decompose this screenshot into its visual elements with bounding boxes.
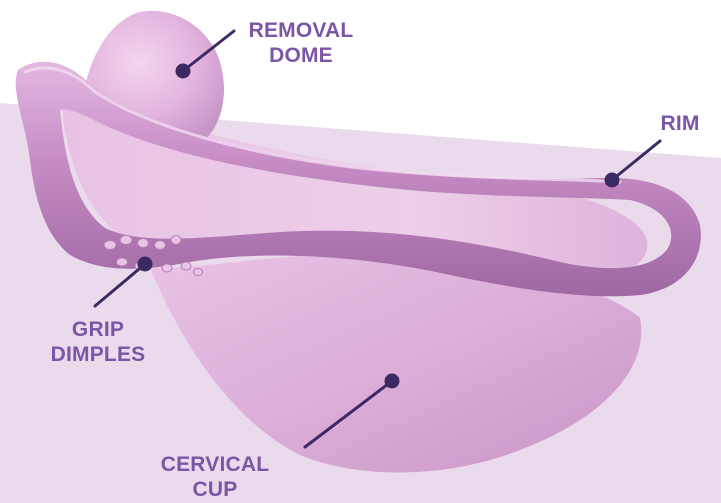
grip-dimples-label-line1: GRIP	[28, 317, 168, 342]
removal-dome-label: REMOVAL DOME	[226, 18, 376, 68]
rim-label-line1: RIM	[650, 111, 710, 136]
removal-dome-label-line1: REMOVAL	[226, 18, 376, 43]
grip-dimples-label-line2: DIMPLES	[28, 342, 168, 367]
cervical-cup-label-line1: CERVICAL	[150, 452, 280, 477]
grip-dimples-label: GRIP DIMPLES	[28, 317, 168, 367]
rim-label: RIM	[650, 111, 710, 136]
cervical-cup-label: CERVICAL CUP	[150, 452, 280, 502]
cervical-cup-label-line2: CUP	[150, 477, 280, 502]
removal-dome-label-line2: DOME	[226, 43, 376, 68]
